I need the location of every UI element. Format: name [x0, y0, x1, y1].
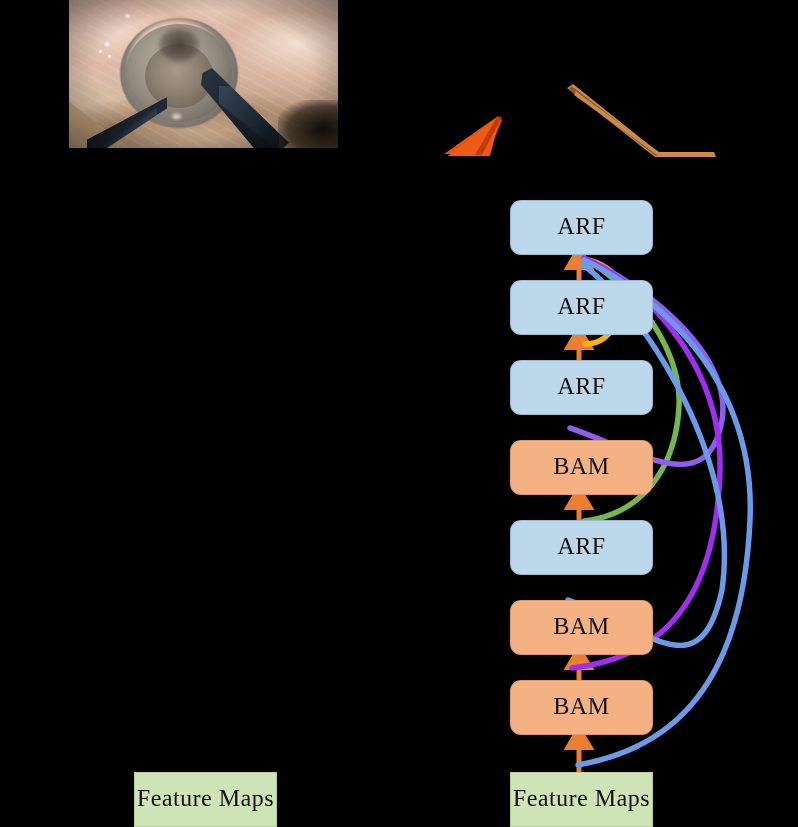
block-label: ARF — [557, 294, 606, 320]
cataract-surgery-frame — [69, 0, 338, 148]
block-label: ARF — [557, 534, 606, 560]
block-feature-maps-right[interactable]: Feature Maps — [510, 772, 653, 827]
mask-instrument-tan3 — [574, 91, 666, 157]
block-label: ARF — [557, 374, 606, 400]
block-bam-2[interactable]: BAM — [510, 600, 653, 655]
block-bam-1[interactable]: BAM — [510, 440, 653, 495]
block-bam-3[interactable]: BAM — [510, 680, 653, 735]
block-arf-1[interactable]: ARF — [510, 200, 653, 255]
block-label: ARF — [557, 214, 606, 240]
mask-instrument-red2 — [448, 118, 500, 156]
block-arf-4[interactable]: ARF — [510, 520, 653, 575]
block-label: BAM — [553, 454, 610, 480]
segmentation-mask-overlay — [444, 84, 716, 157]
block-label: Feature Maps — [136, 786, 275, 812]
block-label: BAM — [553, 614, 610, 640]
photo-vignette — [69, 0, 338, 148]
mask-instrument-red-sliver — [475, 117, 502, 155]
block-label: Feature Maps — [512, 786, 651, 812]
block-arf-2[interactable]: ARF — [510, 280, 653, 335]
block-arf-3[interactable]: ARF — [510, 360, 653, 415]
block-label: BAM — [553, 694, 610, 720]
block-feature-maps-left[interactable]: Feature Maps — [134, 772, 277, 827]
